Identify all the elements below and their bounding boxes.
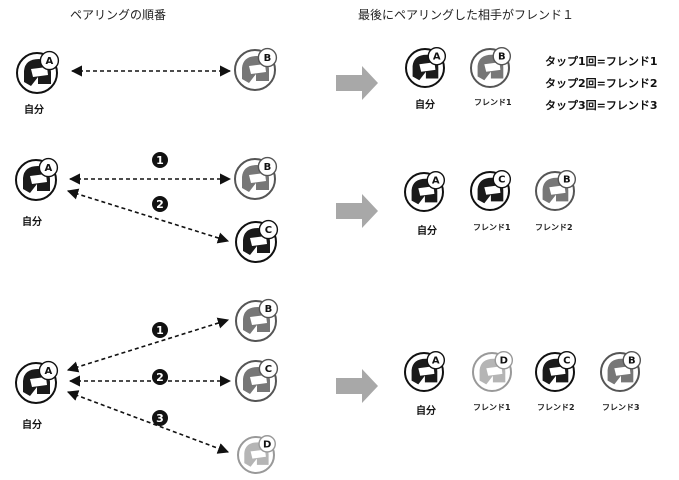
pairing-arrow-2-row2: [66, 188, 230, 244]
helmet-letter: C: [265, 364, 272, 375]
step-number-3-row3: 3: [152, 410, 168, 426]
helmet-c-icon: C: [235, 358, 279, 402]
helmet-letter: A: [432, 356, 440, 367]
helmet-letter: A: [45, 163, 53, 174]
helmet-c-icon: C: [470, 169, 512, 211]
helmet-letter: A: [432, 176, 440, 187]
self-label: 自分: [24, 105, 44, 116]
pairing-arrow-3-row3: [66, 390, 230, 454]
self-label: 自分: [416, 406, 436, 417]
helmet-letter: B: [498, 52, 506, 63]
friend-label: フレンド2: [535, 223, 573, 232]
legend-tap-3: タップ3回=フレンド3: [545, 99, 658, 112]
friend-label: フレンド1: [474, 98, 512, 107]
helmet-letter: A: [433, 52, 441, 63]
helmet-a-icon: A: [404, 170, 446, 212]
helmet-a-icon: A: [15, 157, 59, 201]
svg-text:1: 1: [156, 154, 164, 167]
helmet-letter: C: [563, 356, 570, 367]
helmet-a-icon: A: [405, 46, 447, 88]
result-arrow-icon: [336, 194, 378, 228]
helmet-b-icon: B: [235, 298, 279, 342]
step-number-2-row2: 2: [152, 196, 168, 212]
self-label: 自分: [22, 420, 42, 431]
result-arrow-icon: [336, 66, 378, 100]
friend-label: フレンド3: [602, 403, 640, 412]
self-label: 自分: [417, 226, 437, 237]
result-arrow-icon: [336, 369, 378, 403]
helmet-a-icon: A: [15, 360, 59, 404]
helmet-c-icon: C: [235, 219, 279, 263]
helmet-letter: B: [264, 162, 272, 173]
helmet-letter: C: [498, 175, 505, 186]
svg-text:1: 1: [156, 324, 164, 337]
helmet-b-icon: B: [600, 350, 642, 392]
helmet-letter: D: [500, 356, 508, 367]
step-number-1-row3: 1: [152, 322, 168, 338]
helmet-b-icon: B: [470, 46, 512, 88]
last-paired-heading: 最後にペアリングした相手がフレンド１: [358, 8, 575, 22]
svg-text:3: 3: [156, 412, 164, 425]
helmet-letter: D: [263, 439, 271, 450]
helmet-letter: C: [265, 225, 272, 236]
helmet-letter: B: [563, 175, 571, 186]
pairing-order-heading: ペアリングの順番: [70, 8, 167, 22]
friend-label: フレンド1: [473, 403, 511, 412]
helmet-b-icon: B: [234, 156, 278, 200]
svg-text:2: 2: [156, 371, 164, 384]
helmet-d-icon: D: [237, 435, 276, 474]
helmet-c-icon: C: [535, 350, 577, 392]
legend-tap-2: タップ2回=フレンド2: [545, 77, 658, 90]
step-number-2-row3: 2: [152, 369, 168, 385]
helmet-b-icon: B: [535, 169, 577, 211]
self-label: 自分: [415, 100, 435, 111]
helmet-a-icon: A: [404, 350, 446, 392]
helmet-letter: A: [46, 56, 54, 67]
svg-text:2: 2: [156, 198, 164, 211]
helmet-b-icon: B: [234, 47, 278, 91]
helmet-letter: A: [45, 366, 53, 377]
friend-label: フレンド1: [473, 223, 511, 232]
legend-tap-1: タップ1回=フレンド1: [545, 55, 658, 68]
step-number-1-row2: 1: [152, 152, 168, 168]
helmet-a-icon: A: [16, 50, 60, 94]
friend-label: フレンド2: [537, 403, 575, 412]
helmet-letter: B: [264, 53, 272, 64]
self-label: 自分: [22, 217, 42, 228]
pairing-arrow-1-row3: [66, 317, 230, 373]
helmet-d-icon: D: [472, 350, 514, 392]
helmet-letter: B: [628, 356, 636, 367]
helmet-letter: B: [265, 304, 273, 315]
